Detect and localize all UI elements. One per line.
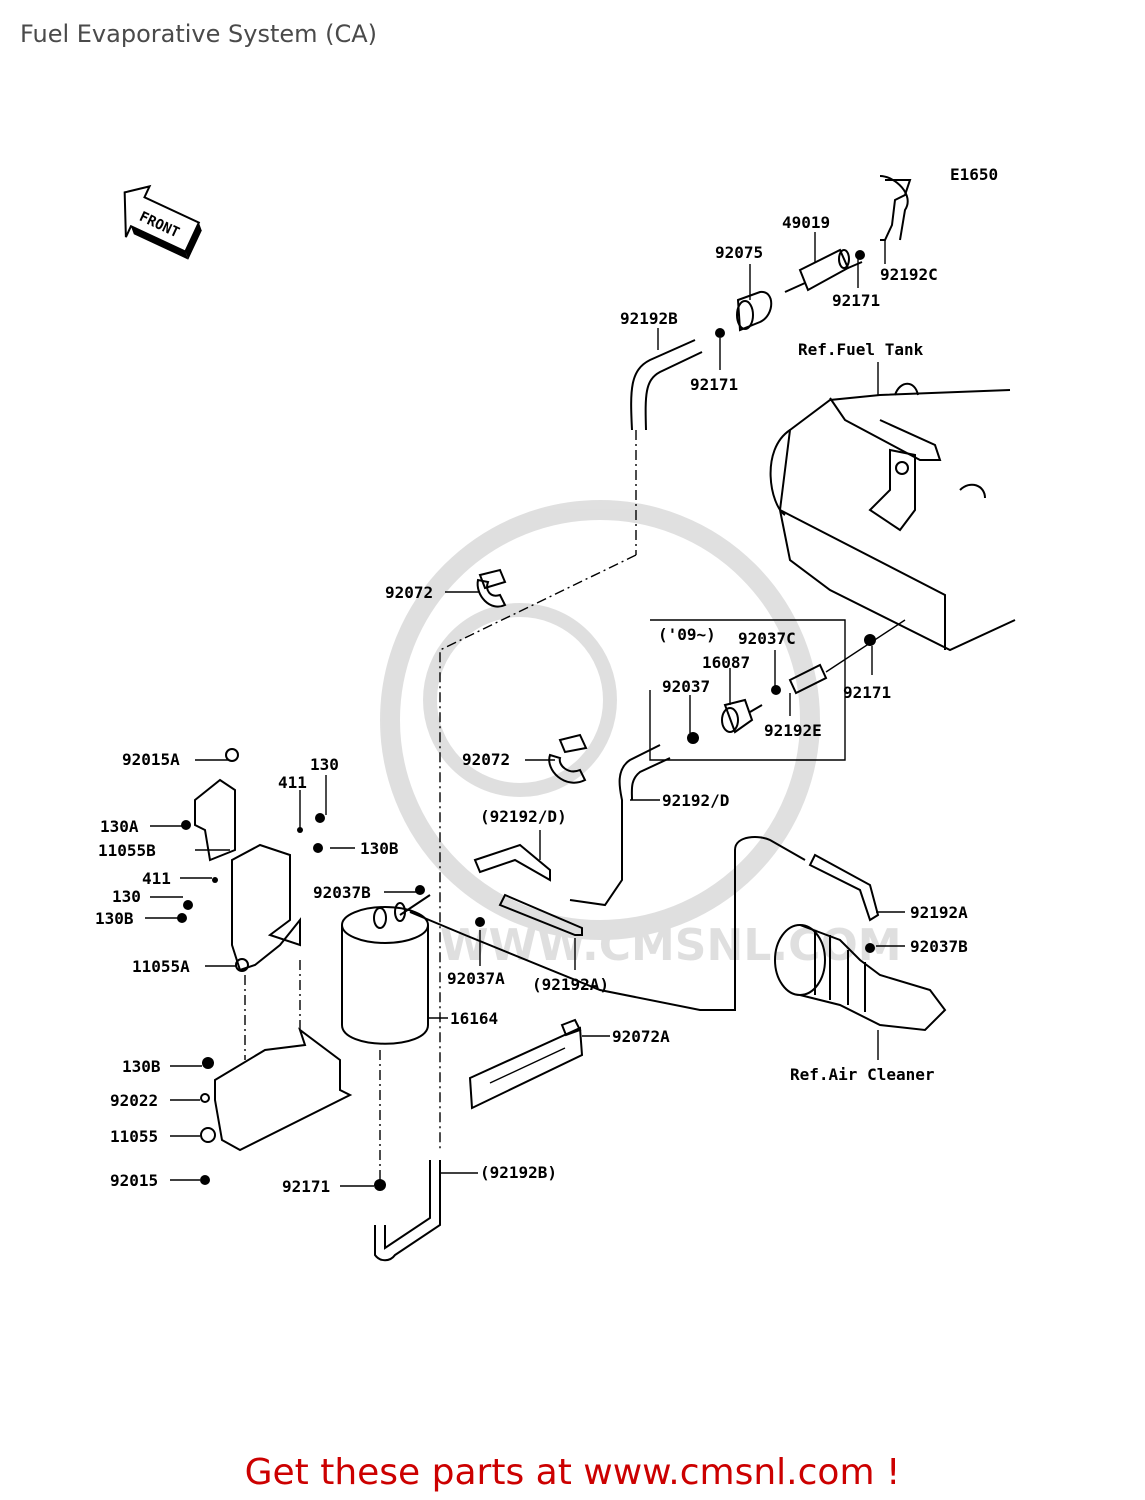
clip-92171-left [715,328,725,338]
callout-92072a: 92072A [612,1027,670,1046]
callout-92015a: 92015A [122,750,180,769]
clip-92171-top [855,250,865,260]
callout-130a: 130A [100,817,139,836]
callout-11055: 11055 [110,1127,158,1146]
callout-92192b-ref: (92192B) [480,1163,557,1182]
callout-92192e: 92192E [764,721,822,740]
callout-92192c: 92192C [880,265,938,284]
callout-411: 411 [278,773,307,792]
callout-92072: 92072 [385,583,433,602]
clamp-92075 [736,290,773,332]
clip-92171-lower [374,1179,386,1191]
callout-92171: 92171 [282,1177,330,1196]
hose-92192c-outline [879,175,909,241]
watermark-text: WWW.CMSNL.COM [440,920,902,971]
callout-92075: 92075 [715,243,763,262]
footer-link[interactable]: Get these parts at www.cmsnl.com ! [244,1452,901,1493]
clip-92171-right [864,634,876,646]
clamp-92072-middle [548,733,588,784]
callout-411: 411 [142,869,171,888]
callout-130b: 130B [122,1057,161,1076]
clamp-92072-upper [476,568,507,608]
bolts [177,813,325,1185]
canister-16164 [341,902,429,1045]
callout-92037: 92037 [662,677,710,696]
callout-11055a: 11055A [132,957,190,976]
callout-92037c: 92037C [738,629,796,648]
diagram-code: E1650 [950,165,998,184]
bracket-11055a [231,843,301,972]
callout-92037a: 92037A [447,969,505,988]
hose-92192d [569,744,661,907]
callout-130b: 130B [95,909,134,928]
version-box [649,619,846,761]
leader-lines [145,232,905,1187]
callout-92171: 92171 [843,683,891,702]
callout-92037b: 92037B [313,883,371,902]
filter-49019 [784,248,863,293]
hose-92192b [630,339,696,431]
hose-92192b-lower [374,1160,441,1262]
callout-92192b: 92192B [620,309,678,328]
fuel-tank [769,382,1016,652]
front-arrow-icon: FRONT [123,184,202,260]
hose-92192e [788,663,828,695]
ref-air-cleaner: Ref.Air Cleaner [790,1065,935,1084]
callout-49019: 49019 [782,213,830,232]
hose-92192a [808,853,880,922]
callout-130: 130 [310,755,339,774]
air-cleaner [774,924,947,1032]
bracket-11055 [200,1027,353,1152]
callout-92037b: 92037B [910,937,968,956]
callout-92171: 92171 [832,291,880,310]
callout-92022: 92022 [110,1091,158,1110]
callout-130b: 130B [360,839,399,858]
callout-92192-d-ref: (92192/D) [480,807,567,826]
callout-16164: 16164 [450,1009,498,1028]
callout-92072: 92072 [462,750,510,769]
hose-92192d-lower [473,843,551,882]
page-title: Fuel Evaporative System (CA) [20,20,378,48]
watermark: WWW.CMSNL.COM [380,500,902,971]
callout-92015: 92015 [110,1171,158,1190]
ref-fuel-tank: Ref.Fuel Tank [798,340,924,359]
callout-11055b: 11055B [98,841,156,860]
hose-92192a-lower [498,893,583,936]
part-callouts: 49019 92075 92171 92192C 92192B 92171 92… [95,213,968,1196]
callout-92192a: 92192A [910,903,968,922]
version-note: ('09~) [658,625,716,644]
valve-16087 [721,698,763,734]
callout-92192a-ref: (92192A) [532,975,609,994]
callout-92192-d: 92192/D [662,791,729,810]
callout-130: 130 [112,887,141,906]
strap-92072a [468,1018,584,1110]
callout-92171: 92171 [690,375,738,394]
callout-16087: 16087 [702,653,750,672]
bracket-11055b [194,748,239,862]
clip-92037 [687,732,699,744]
